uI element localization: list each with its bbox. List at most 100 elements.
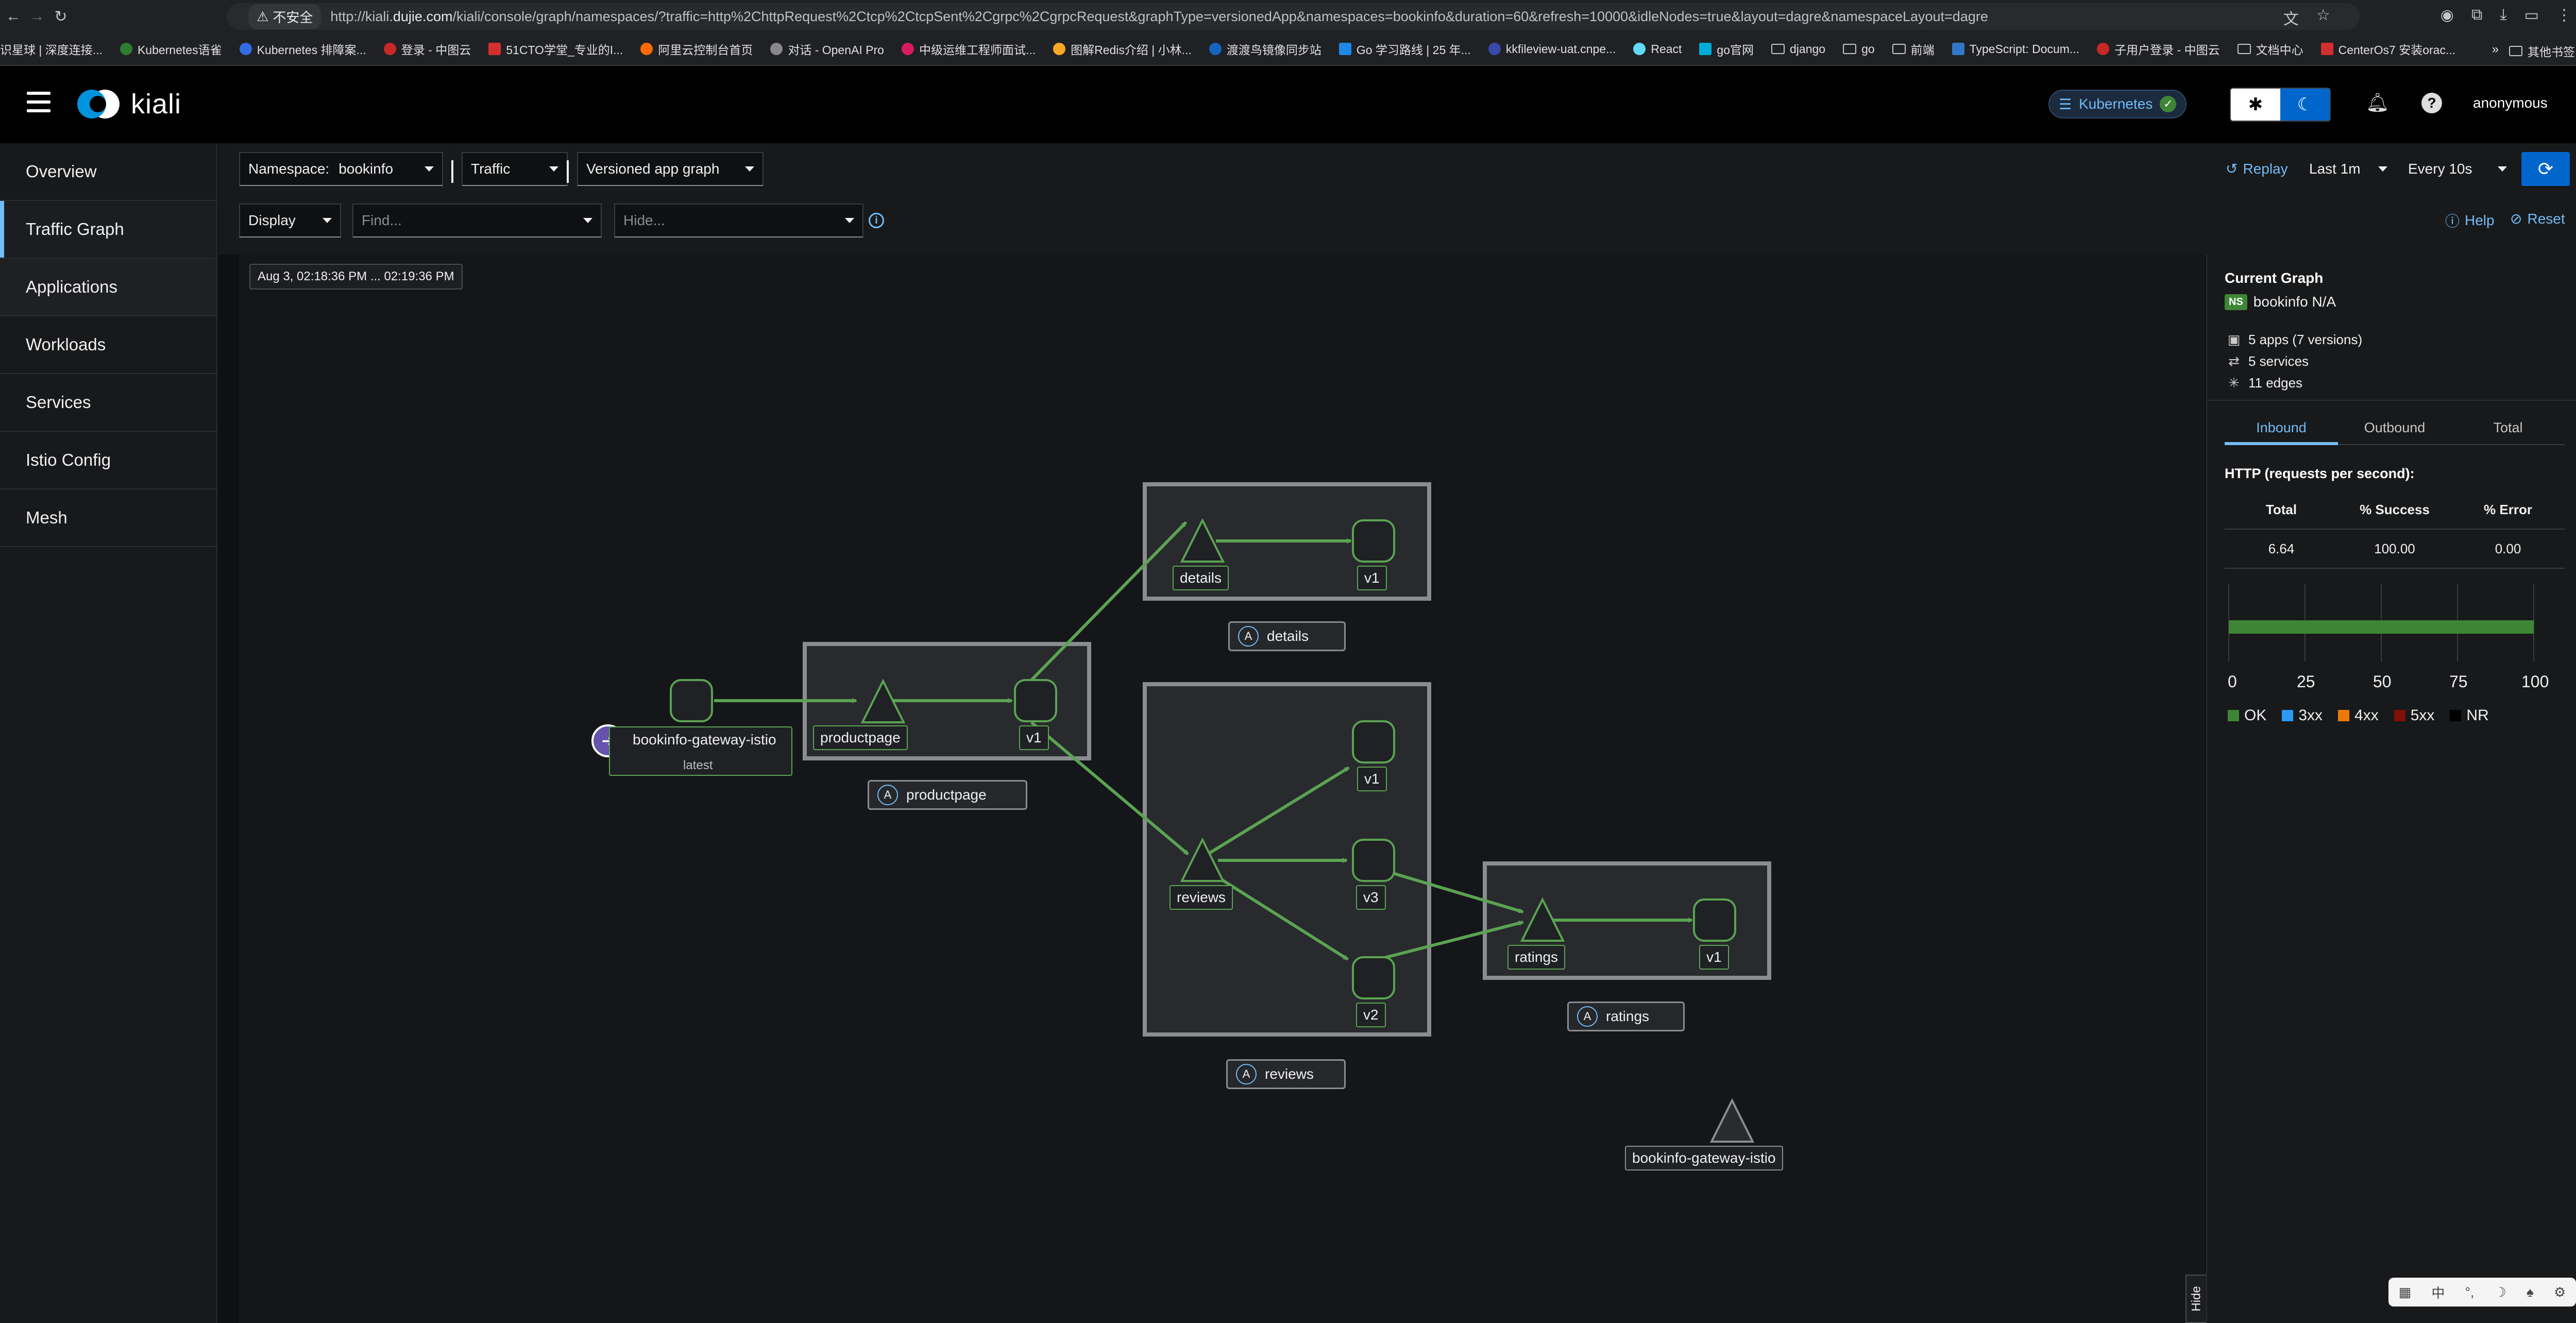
input-method-toolbar[interactable]: ▦ 中 °, ☽ ♠ ⚙ — [2388, 1278, 2576, 1307]
ime-skin-icon[interactable]: ♠ — [2527, 1284, 2534, 1300]
graph-type-select[interactable]: Versioned app graph — [577, 152, 764, 186]
graph-canvas[interactable]: Aug 3, 02:18:36 PM ... 02:19:36 PM — [239, 255, 2205, 1323]
extensions-icon[interactable]: ⧉ — [2471, 6, 2483, 23]
sidebar-item-services[interactable]: Services — [0, 374, 216, 432]
node-label-gateway-idle[interactable]: bookinfo-gateway-istio — [1625, 1146, 1783, 1171]
sidebar-item-traffic-graph[interactable]: Traffic Graph — [0, 201, 216, 259]
chart-bar-ok[interactable] — [2229, 620, 2534, 634]
refresh-button[interactable]: ⟳ — [2521, 152, 2570, 186]
sidebar-item-workloads[interactable]: Workloads — [0, 316, 216, 374]
node-label-details-v1[interactable]: v1 — [1357, 566, 1387, 590]
node-label-reviews-v2[interactable]: v2 — [1356, 1003, 1386, 1027]
node-reviews-v1[interactable] — [1352, 720, 1395, 764]
translate-icon[interactable]: 文 — [2283, 11, 2299, 28]
more-bookmarks-icon[interactable]: » — [2492, 42, 2499, 56]
node-label-productpage-v1[interactable]: v1 — [1019, 725, 1049, 750]
sidebar-item-applications[interactable]: Applications — [0, 259, 216, 316]
panel-namespace[interactable]: NS bookinfo N/A — [2225, 294, 2336, 310]
ime-app-icon[interactable]: ▦ — [2398, 1284, 2412, 1300]
bookmark-item[interactable]: 51CTO学堂_专业的I... — [488, 40, 623, 58]
info-icon[interactable]: i — [869, 213, 884, 228]
node-reviews-v2[interactable] — [1352, 956, 1395, 999]
kiali-logo[interactable]: kiali — [74, 88, 181, 121]
edge-reviews-v2[interactable] — [1210, 871, 1349, 961]
bookmark-item[interactable]: CenterOs7 安装orac... — [2320, 40, 2455, 58]
bookmark-item[interactable]: 中级运维工程师面试... — [901, 40, 1036, 58]
bookmark-folder[interactable]: go — [1843, 42, 1875, 56]
back-icon[interactable]: ← — [6, 8, 21, 25]
node-label-reviews-service[interactable]: reviews — [1170, 885, 1233, 910]
bookmark-item[interactable]: go官网 — [1699, 40, 1754, 58]
node-ratings-v1[interactable] — [1693, 898, 1736, 942]
sidepanel-icon[interactable]: ▭ — [2524, 7, 2539, 24]
cluster-badge[interactable]: ☰ Kubernetes ✓ — [2048, 90, 2187, 118]
app-box-label-reviews[interactable]: A reviews — [1226, 1059, 1346, 1089]
node-reviews-v3[interactable] — [1352, 839, 1395, 882]
bookmark-item[interactable]: Kubernetes 排障案... — [239, 40, 366, 58]
bookmark-item[interactable]: 子用户登录 - 中图云 — [2097, 40, 2220, 58]
bookmark-item[interactable]: React — [1633, 42, 1682, 56]
tab-total[interactable]: Total — [2493, 419, 2523, 435]
node-label-reviews-v1[interactable]: v1 — [1357, 767, 1387, 791]
refresh-interval-select[interactable]: Every 10s — [2400, 152, 2515, 186]
node-label-details-service[interactable]: details — [1173, 566, 1229, 590]
edge-productpage-details[interactable] — [1030, 521, 1188, 682]
hide-input[interactable]: Hide... — [614, 203, 863, 238]
edge-productpage-reviews[interactable] — [1030, 721, 1189, 856]
edge-v3-ratings[interactable] — [1370, 865, 1524, 913]
reset-button[interactable]: ⊘ Reset — [2510, 210, 2565, 227]
bookmark-item[interactable]: 对话 - OpenAI Pro — [770, 40, 884, 58]
bookmark-item[interactable]: 渡渡鸟镜像同步站 — [1209, 40, 1321, 58]
notifications-bell-icon[interactable]: 🔔︎ — [2366, 92, 2389, 113]
bookmark-item[interactable]: TypeScript: Docum... — [1952, 42, 2079, 56]
user-menu[interactable]: anonymous — [2473, 95, 2548, 111]
namespace-select[interactable]: Namespace: bookinfo — [239, 152, 443, 186]
node-gateway-workload[interactable] — [670, 679, 713, 722]
sidebar-item-mesh[interactable]: Mesh — [0, 489, 216, 547]
hamburger-menu-icon[interactable] — [27, 92, 50, 112]
find-input[interactable]: Find... — [352, 203, 602, 238]
help-icon[interactable]: ? — [2421, 93, 2442, 113]
node-label-productpage-service[interactable]: productpage — [813, 725, 908, 750]
node-gateway-idle-service[interactable] — [1709, 1098, 1755, 1143]
bookmark-folder[interactable]: 文档中心 — [2237, 40, 2303, 58]
node-label-gateway[interactable]: bookinfo-gateway-istio — [609, 726, 792, 776]
replay-button[interactable]: ↺ Replay — [2226, 160, 2288, 177]
bookmark-item[interactable]: Go 学习路线 | 25 年... — [1338, 40, 1471, 58]
menu-dots-icon[interactable]: ⋮ — [2556, 7, 2572, 24]
bookmark-folder[interactable]: 前端 — [1892, 40, 1935, 58]
ime-lang-icon[interactable]: 中 — [2431, 1285, 2445, 1301]
other-bookmarks[interactable]: 其他书签 — [2509, 42, 2575, 60]
edge-v2-ratings[interactable] — [1370, 921, 1524, 963]
bookmark-star-icon[interactable]: ☆ — [2316, 7, 2330, 24]
node-productpage-v1[interactable] — [1014, 679, 1057, 722]
dark-theme-icon[interactable]: ☾ — [2280, 89, 2330, 121]
address-bar[interactable]: ⚠ 不安全 http://kiali.dujie.com/kiali/conso… — [227, 3, 2360, 30]
reload-icon[interactable]: ↻ — [54, 8, 67, 25]
theme-toggle[interactable]: ✱ ☾ — [2230, 88, 2331, 122]
node-label-ratings-v1[interactable]: v1 — [1699, 945, 1729, 970]
ime-punct-icon[interactable]: °, — [2465, 1284, 2475, 1300]
node-label-reviews-v3[interactable]: v3 — [1356, 885, 1386, 910]
bookmark-item[interactable]: 识星球 | 深度连接... — [0, 43, 103, 57]
node-label-ratings-service[interactable]: ratings — [1507, 945, 1566, 970]
hide-panel-tab[interactable]: Hide — [2185, 1275, 2208, 1323]
bookmark-item[interactable]: kkfileview-uat.cnpe... — [1488, 42, 1616, 56]
bookmark-item[interactable]: Kubernetes语雀 — [120, 40, 222, 58]
bookmark-item[interactable]: 登录 - 中图云 — [383, 40, 471, 58]
sidebar-item-istio-config[interactable]: Istio Config — [0, 432, 216, 489]
traffic-select[interactable]: Traffic — [462, 152, 568, 186]
app-box-label-productpage[interactable]: A productpage — [868, 780, 1027, 810]
node-ratings-service[interactable] — [1520, 897, 1565, 942]
insecure-chip[interactable]: ⚠ 不安全 — [248, 4, 321, 29]
display-select[interactable]: Display — [239, 203, 341, 238]
light-theme-icon[interactable]: ✱ — [2231, 89, 2280, 121]
tab-outbound[interactable]: Outbound — [2364, 419, 2426, 435]
bookmark-item[interactable]: 阿里云控制台首页 — [640, 40, 753, 58]
edge-reviews-v1[interactable] — [1207, 766, 1350, 856]
bookmark-item[interactable]: 图解Redis介绍 | 小林... — [1053, 40, 1192, 58]
node-details-service[interactable] — [1180, 518, 1225, 563]
help-button[interactable]: ⓘ Help — [2445, 210, 2495, 231]
node-reviews-service[interactable] — [1180, 837, 1225, 882]
tab-inbound[interactable]: Inbound — [2225, 411, 2338, 445]
